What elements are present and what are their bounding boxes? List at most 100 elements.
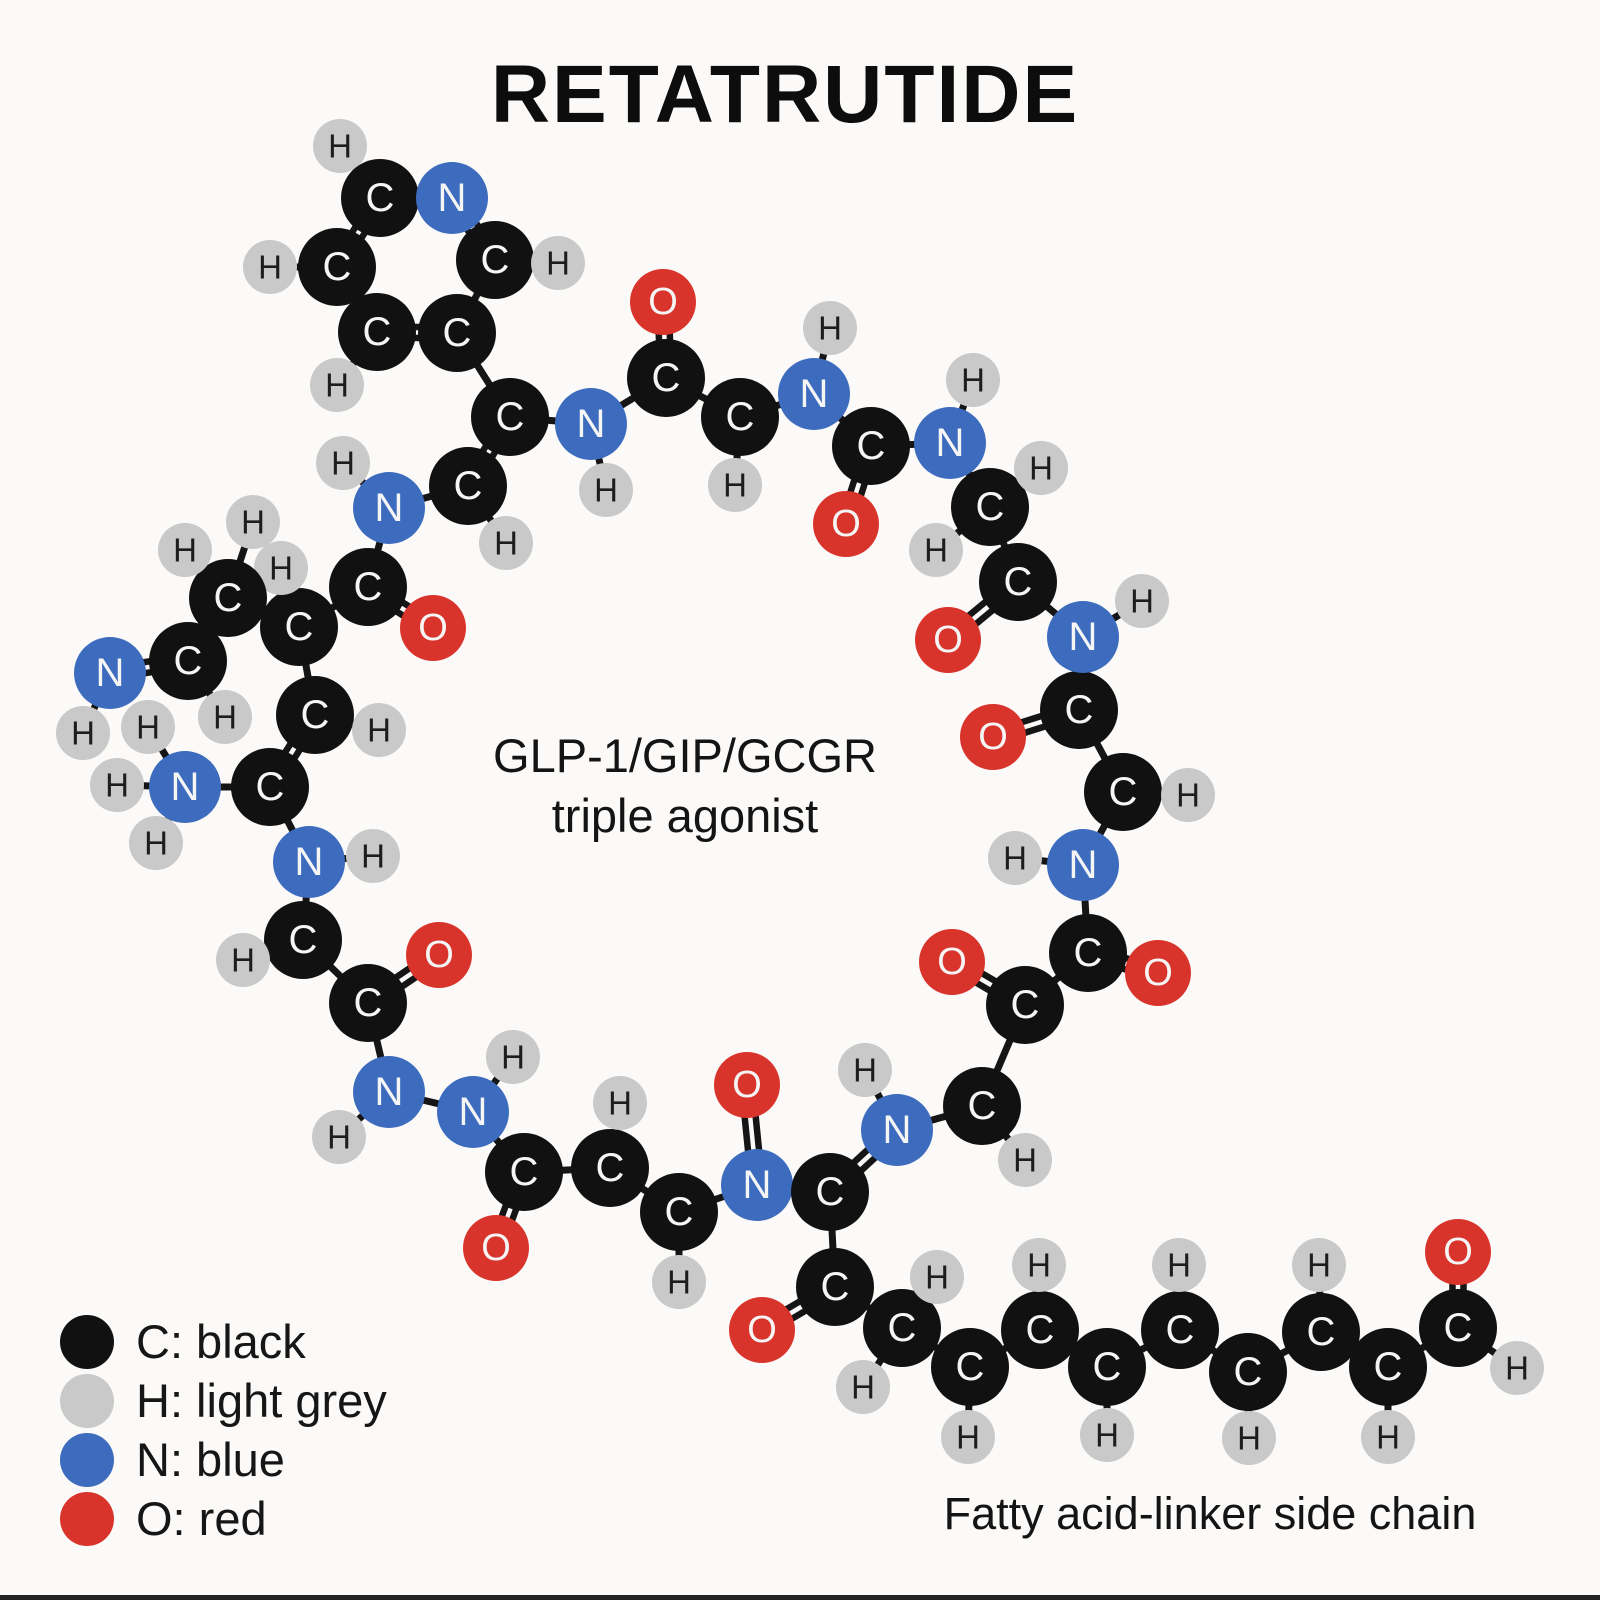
atom-c: C xyxy=(329,548,407,626)
o-atom-circle xyxy=(915,607,981,673)
h-atom-circle xyxy=(1014,441,1068,495)
atom-h: H xyxy=(579,463,633,517)
o-atom-circle xyxy=(400,595,466,661)
c-atom-circle xyxy=(456,221,534,299)
atom-h: H xyxy=(216,933,270,987)
c-atom-label: C xyxy=(1307,1310,1336,1354)
atom-h: H xyxy=(708,458,762,512)
h-atom-label: H xyxy=(213,699,237,736)
c-atom-circle xyxy=(986,966,1064,1044)
atom-c: C xyxy=(931,1328,1009,1406)
atom-n: N xyxy=(721,1149,793,1221)
atom-c: C xyxy=(1068,1328,1146,1406)
atom-h: H xyxy=(129,816,183,870)
n-atom-label: N xyxy=(883,1108,912,1152)
h-atom-circle xyxy=(346,829,400,883)
c-atom-circle xyxy=(1040,671,1118,749)
n-atom-label: N xyxy=(936,421,965,465)
n-atom-circle xyxy=(721,1149,793,1221)
c-atom-circle xyxy=(627,339,705,417)
c-atom-circle xyxy=(341,159,419,237)
nitrogen-color-swatch xyxy=(60,1432,114,1487)
atom-h: H xyxy=(1161,768,1215,822)
atom-h: H xyxy=(313,119,367,173)
o-atom-circle xyxy=(960,704,1026,770)
c-atom-circle xyxy=(1068,1328,1146,1406)
atom-c: C xyxy=(863,1289,941,1367)
h-atom-label: H xyxy=(961,362,985,399)
c-atom-circle xyxy=(329,548,407,626)
c-atom-label: C xyxy=(1374,1345,1403,1389)
atom-o: O xyxy=(1425,1219,1491,1285)
h-atom-circle xyxy=(129,816,183,870)
h-atom-circle xyxy=(838,1043,892,1097)
atom-h: H xyxy=(346,829,400,883)
h-atom-label: H xyxy=(594,472,618,509)
atom-h: H xyxy=(1490,1341,1544,1395)
o-atom-label: O xyxy=(933,619,963,661)
h-atom-label: H xyxy=(1130,583,1154,620)
atom-c: C xyxy=(1209,1333,1287,1411)
page-title: RETATRUTIDE xyxy=(490,49,1080,140)
h-atom-circle xyxy=(803,301,857,355)
h-atom-label: H xyxy=(924,532,948,569)
n-atom-circle xyxy=(914,407,986,479)
atom-n: N xyxy=(1047,601,1119,673)
atom-h: H xyxy=(1080,1408,1134,1462)
o-atom-circle xyxy=(813,491,879,557)
h-atom-circle xyxy=(90,758,144,812)
h-atom-circle xyxy=(216,933,270,987)
h-atom-label: H xyxy=(956,1419,980,1456)
h-atom-label: H xyxy=(361,838,385,875)
atom-n: N xyxy=(149,751,221,823)
n-atom-label: N xyxy=(171,765,200,809)
atom-c: C xyxy=(796,1248,874,1326)
atom-n: N xyxy=(437,1076,509,1148)
c-atom-circle xyxy=(231,748,309,826)
c-atom-label: C xyxy=(323,245,352,289)
atom-h: H xyxy=(1115,574,1169,628)
c-atom-label: C xyxy=(1065,688,1094,732)
h-atom-circle xyxy=(988,831,1042,885)
o-atom-circle xyxy=(714,1052,780,1118)
o-atom-label: O xyxy=(978,716,1008,758)
o-atom-label: O xyxy=(831,503,861,545)
h-atom-label: H xyxy=(925,1259,949,1296)
atom-h: H xyxy=(652,1255,706,1309)
legend-label-nitrogen: N: blue xyxy=(136,1433,285,1486)
c-atom-label: C xyxy=(816,1170,845,1214)
o-atom-circle xyxy=(463,1215,529,1281)
n-atom-label: N xyxy=(295,840,324,884)
atom-c: C xyxy=(1349,1328,1427,1406)
n-atom-circle xyxy=(74,637,146,709)
atom-c: C xyxy=(986,966,1064,1044)
c-atom-circle xyxy=(1282,1293,1360,1371)
c-atom-label: C xyxy=(301,693,330,737)
h-atom-label: H xyxy=(1167,1247,1191,1284)
atom-c: C xyxy=(1040,671,1118,749)
atom-n: N xyxy=(74,637,146,709)
atom-h: H xyxy=(254,541,308,595)
h-atom-label: H xyxy=(851,1369,875,1406)
h-atom-circle xyxy=(56,706,110,760)
atom-h: H xyxy=(479,516,533,570)
c-atom-circle xyxy=(943,1067,1021,1145)
center-annotation-line2: triple agonist xyxy=(551,789,819,842)
atom-h: H xyxy=(352,703,406,757)
bottom-edge-line xyxy=(0,1595,1600,1600)
h-atom-label: H xyxy=(331,445,355,482)
c-atom-label: C xyxy=(443,311,472,355)
atom-h: H xyxy=(226,495,280,549)
atom-h: H xyxy=(158,523,212,577)
c-atom-label: C xyxy=(1166,1308,1195,1352)
o-atom-label: O xyxy=(747,1309,777,1351)
atom-o: O xyxy=(630,269,696,335)
c-atom-label: C xyxy=(363,310,392,354)
atom-c: C xyxy=(276,676,354,754)
h-atom-circle xyxy=(531,236,585,290)
h-atom-label: H xyxy=(1003,840,1027,877)
atom-c: C xyxy=(791,1153,869,1231)
o-atom-circle xyxy=(406,922,472,988)
c-atom-label: C xyxy=(1234,1350,1263,1394)
